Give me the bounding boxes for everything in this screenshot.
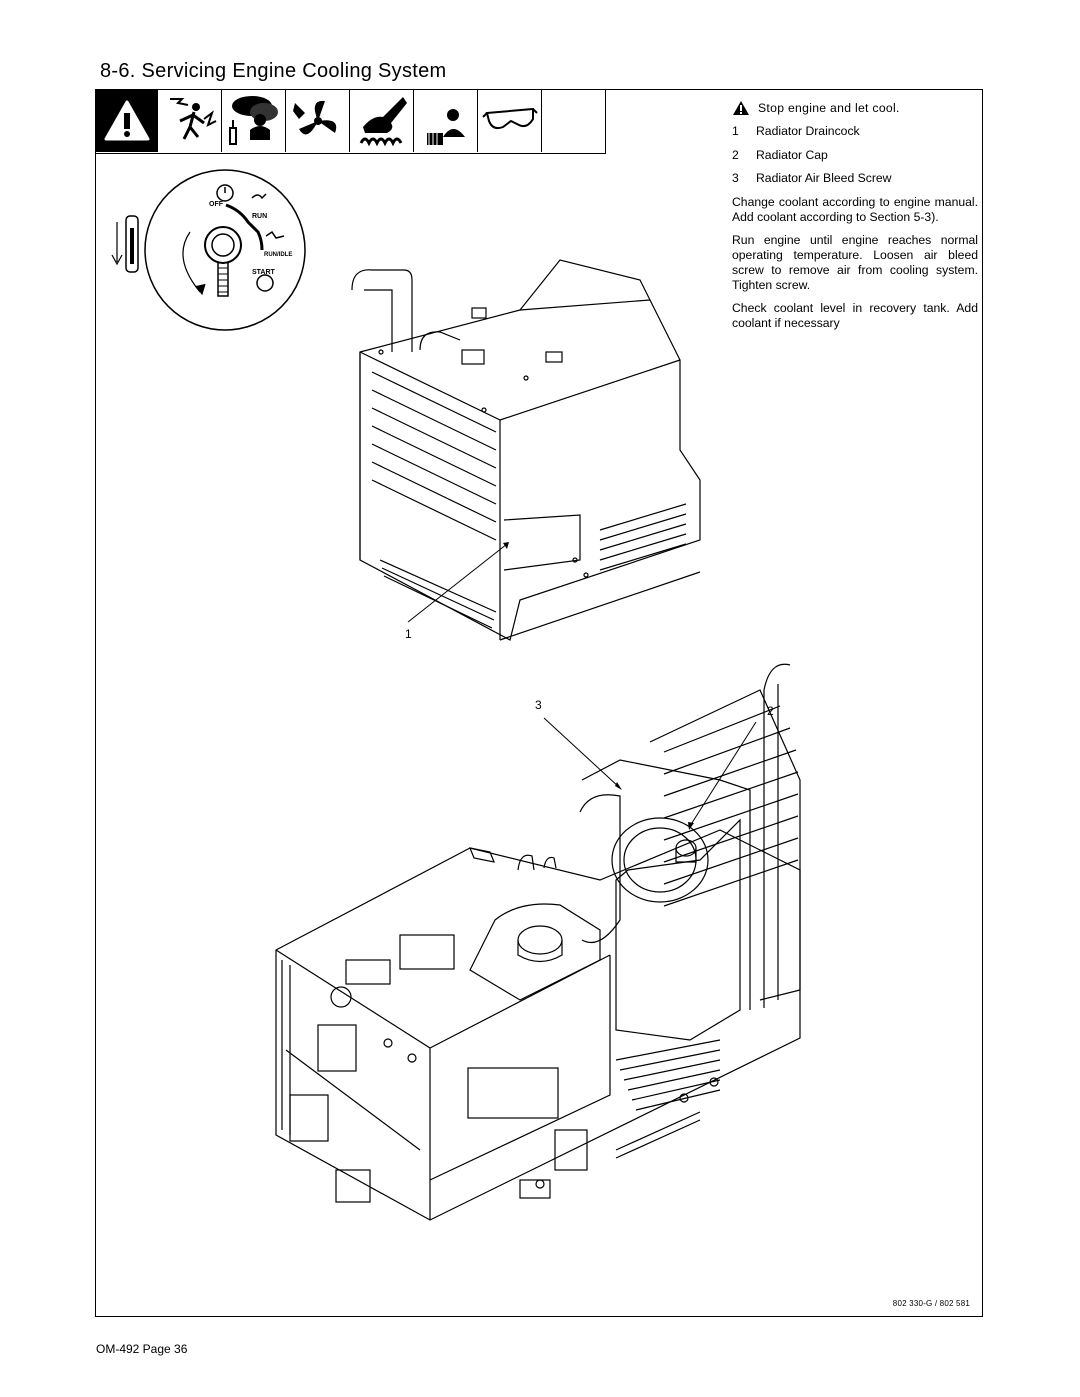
switch-label-start: START — [252, 269, 276, 276]
part-number: 802 330-G / 802 581 — [892, 1299, 970, 1308]
callout-arrow-3 — [615, 782, 622, 790]
warning-triangle-icon — [96, 90, 158, 152]
electric-shock-icon — [158, 90, 222, 152]
hot-parts-icon — [350, 90, 414, 152]
battery-explosion-icon — [414, 90, 478, 152]
ignition-switch-dial: OFF RUN RUN/IDLE START — [144, 169, 306, 331]
warning-small-icon — [733, 101, 749, 115]
warning-line: Stop engine and let cool. — [732, 100, 978, 116]
page-title: 8-6. Servicing Engine Cooling System — [100, 60, 447, 82]
callout-number-3: 3 — [535, 698, 542, 712]
welder-generator-rear-view — [351, 259, 701, 641]
switch-label-run-idle: RUN/IDLE — [264, 252, 292, 258]
instruction-paragraph: Change coolant according to engine manua… — [732, 194, 978, 224]
callout-number-2: 2 — [767, 704, 774, 718]
welder-generator-open-view — [275, 663, 801, 1221]
callout-number-1: 1 — [405, 627, 412, 641]
hazard-icon-strip — [96, 90, 606, 154]
instruction-paragraph: Check coolant level in recovery tank. Ad… — [732, 300, 978, 330]
figure-frame — [95, 89, 983, 1317]
instruction-paragraph: Run engine until engine reaches normal o… — [732, 232, 978, 292]
moving-fan-icon — [286, 90, 350, 152]
callout-leader-1 — [407, 543, 508, 623]
callout-arrow-1 — [503, 542, 509, 549]
warning-text: Stop engine and let cool. — [758, 100, 900, 115]
callout-leader-3 — [543, 717, 621, 789]
page-footer: OM-492 Page 36 — [96, 1342, 188, 1356]
switch-label-run: RUN — [252, 213, 267, 220]
exhaust-fumes-icon — [222, 90, 286, 152]
callout-leader-2 — [689, 721, 757, 827]
thermometer-icon — [111, 215, 139, 273]
safety-glasses-icon — [478, 90, 542, 152]
switch-label-off: OFF — [209, 201, 224, 208]
callout-arrow-2 — [688, 822, 694, 830]
